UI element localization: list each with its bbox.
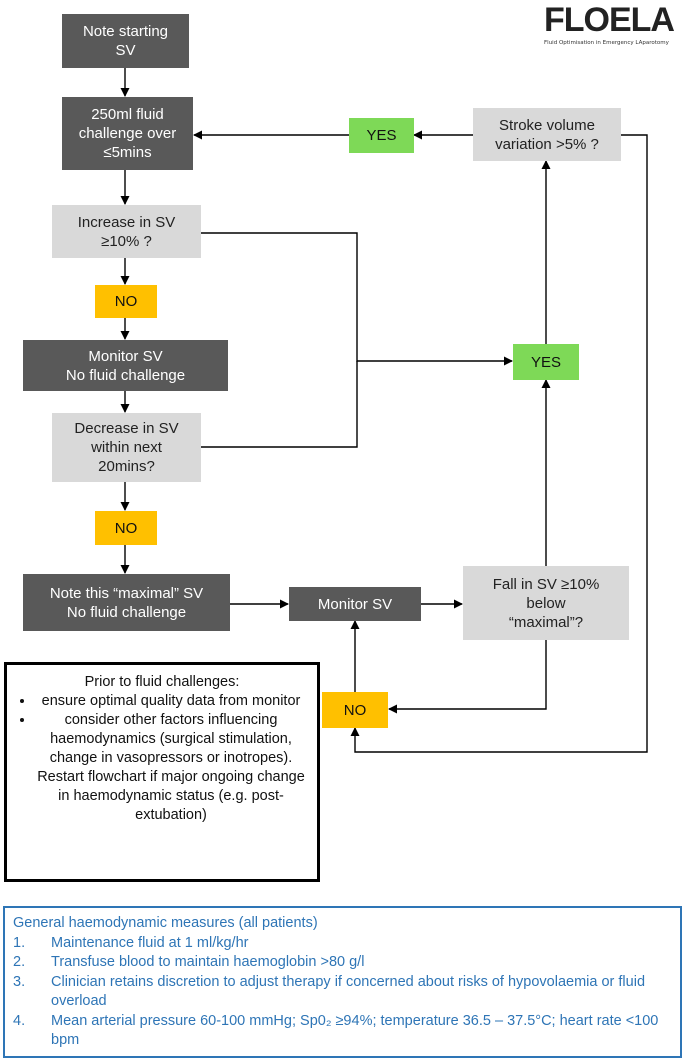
general-measures-box: General haemodynamic measures (all patie… <box>3 906 682 1058</box>
general-item: 3. Clinician retains discretion to adjus… <box>13 973 672 1012</box>
prior-notes-box: Prior to fluid challenges: ensure optima… <box>4 662 320 882</box>
general-item: 1. Maintenance fluid at 1 ml/kg/hr <box>13 934 672 954</box>
line-decrease-to-junction <box>201 361 358 448</box>
general-item-text: Mean arterial pressure 60-100 mmHg; Sp0₂… <box>51 1012 659 1049</box>
notes-heading: Prior to fluid challenges: <box>84 674 240 690</box>
logo-wordmark: FLOELA <box>544 1 675 39</box>
node-yes-top: YES <box>349 118 414 153</box>
arrow-variation-to-no <box>350 134 648 753</box>
general-item-text: Transfuse blood to maintain haemoglobin … <box>51 954 365 970</box>
general-item: 2. Transfuse blood to maintain haemoglob… <box>13 953 672 973</box>
notes-list: ensure optimal quality data from monitor… <box>17 692 307 825</box>
node-no-3: NO <box>322 692 388 728</box>
general-item-number: 3. <box>13 973 26 990</box>
node-no-1: NO <box>95 285 157 318</box>
node-monitor-sv: Monitor SV <box>289 587 421 621</box>
notes-item: ensure optimal quality data from monitor <box>35 692 307 711</box>
floela-logo: FLOELA Fluid Optimisation in Emergency L… <box>544 2 680 52</box>
general-heading: General haemodynamic measures (all patie… <box>13 915 318 931</box>
general-item: 4. Mean arterial pressure 60-100 mmHg; S… <box>13 1012 672 1051</box>
notes-item: consider other factors influencing haemo… <box>35 711 307 825</box>
arrow-increase-to-yes <box>201 232 513 366</box>
node-monitor-no-fluid: Monitor SV No fluid challenge <box>23 340 228 391</box>
general-item-text: Maintenance fluid at 1 ml/kg/hr <box>51 934 249 951</box>
logo-tagline: Fluid Optimisation in Emergency LAparoto… <box>544 40 669 46</box>
node-increase-in-sv: Increase in SV ≥10% ? <box>52 205 201 258</box>
general-item-number: 4. <box>13 1012 26 1029</box>
node-fluid-challenge: 250ml fluid challenge over ≤5mins <box>62 97 193 170</box>
node-note-starting-sv: Note starting SV <box>62 14 189 68</box>
node-decrease-in-sv: Decrease in SV within next 20mins? <box>52 413 201 482</box>
node-no-2: NO <box>95 511 157 545</box>
general-item-number: 2. <box>13 954 26 970</box>
node-yes-mid: YES <box>513 344 579 380</box>
node-fall-in-sv: Fall in SV ≥10% below “maximal”? <box>463 566 629 640</box>
node-stroke-volume-variation: Stroke volume variation >5% ? <box>473 108 621 161</box>
general-item-text: Clinician retains discretion to adjust t… <box>51 973 646 1010</box>
arrow-fall-to-no <box>388 640 547 714</box>
general-item-number: 1. <box>13 934 26 951</box>
node-note-maximal-sv: Note this “maximal” SV No fluid challeng… <box>23 574 230 631</box>
